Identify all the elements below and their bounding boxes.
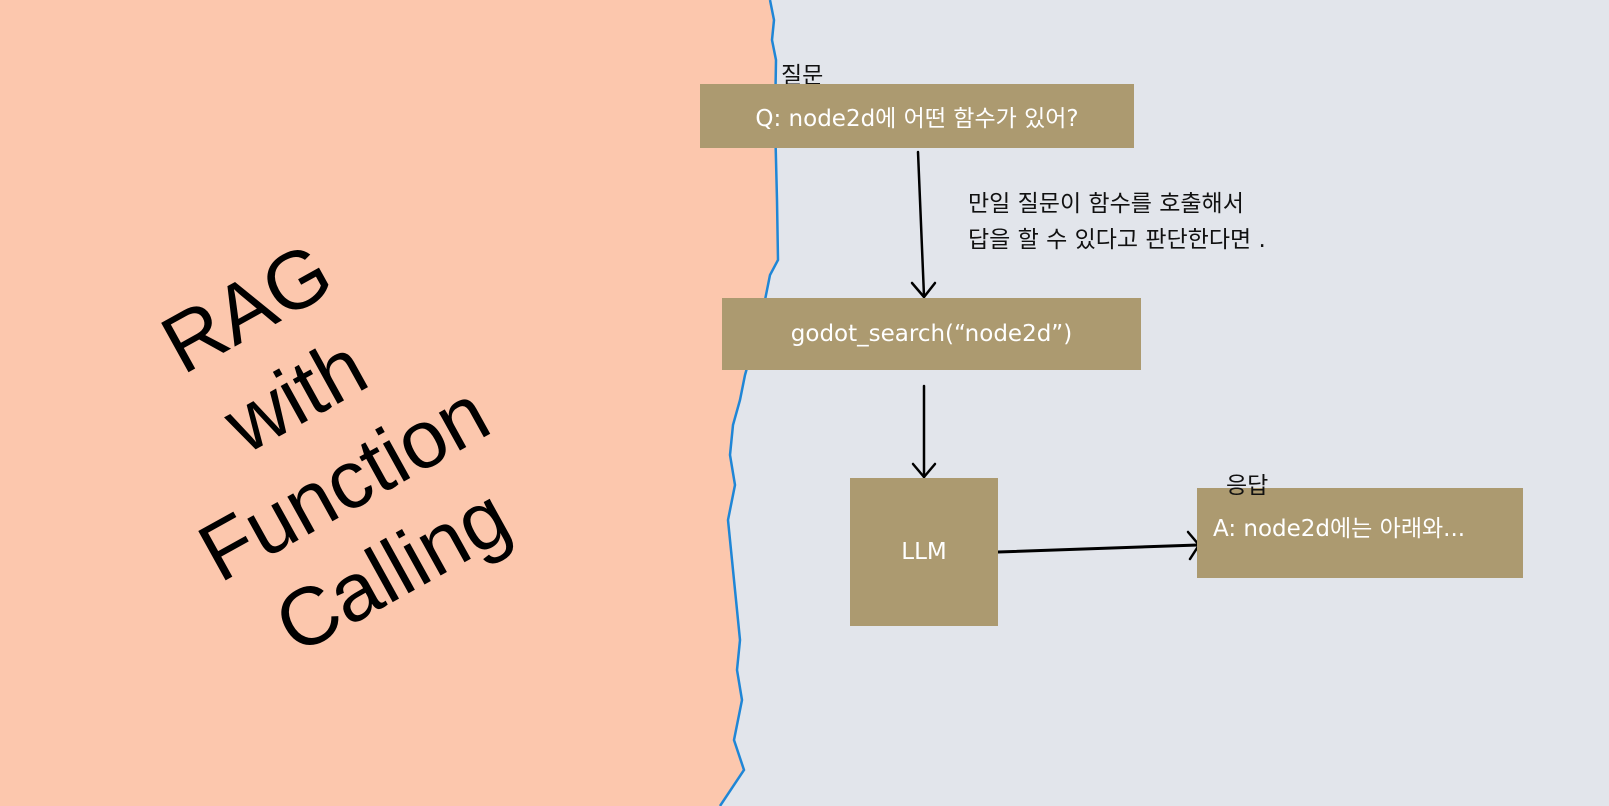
condition-line: 답을 할 수 있다고 판단한다면 . bbox=[968, 227, 1266, 253]
question-box: Q: node2d에 어떤 함수가 있어? bbox=[700, 84, 1134, 148]
llm-box: LLM bbox=[850, 478, 998, 626]
condition-note: 만일 질문이 함수를 호출해서 답을 할 수 있다고 판단한다면 . bbox=[968, 186, 1266, 258]
left-panel bbox=[0, 0, 778, 806]
answer-box: A: node2d에는 아래와... bbox=[1197, 488, 1523, 578]
condition-line: 만일 질문이 함수를 호출해서 bbox=[968, 191, 1244, 217]
answer-label: 응답 bbox=[1226, 473, 1269, 499]
function-call-box: godot_search(“node2d”) bbox=[722, 298, 1141, 370]
